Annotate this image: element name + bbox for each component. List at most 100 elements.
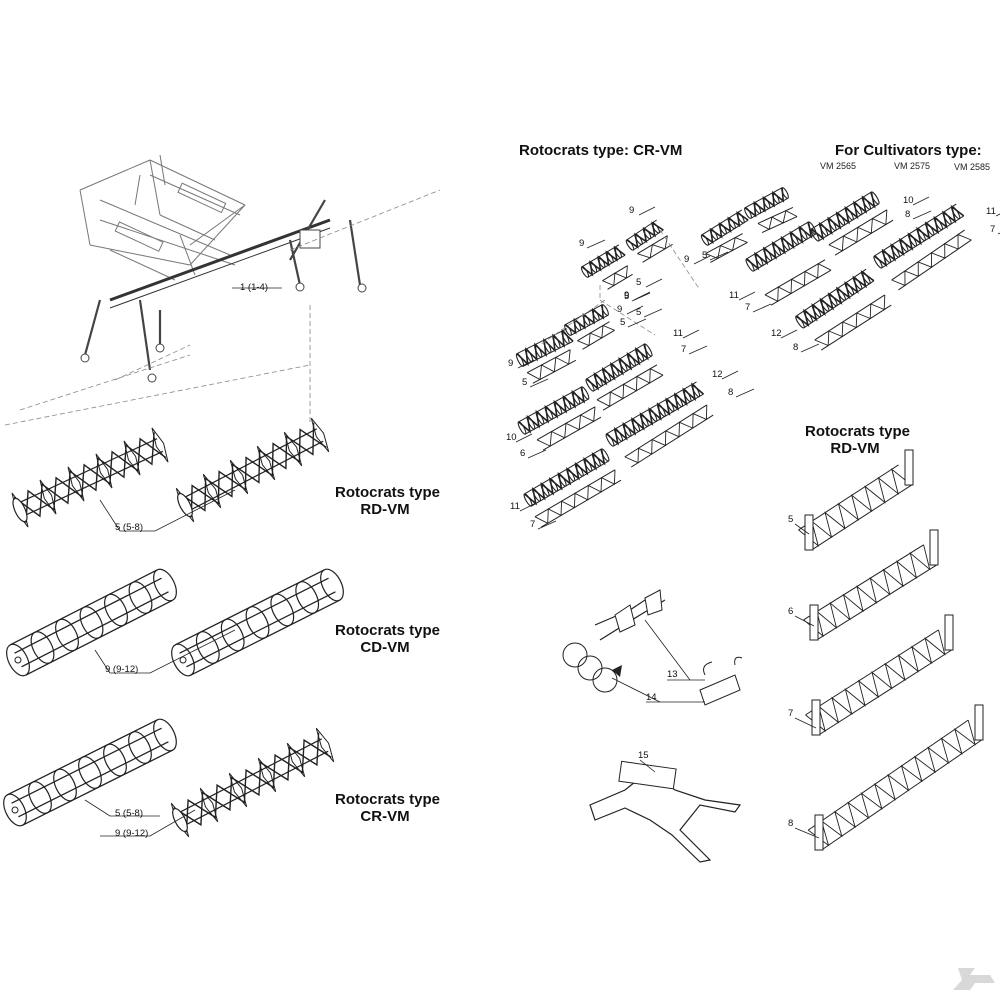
right-rd-roller-2 [805, 629, 952, 736]
roller-cr-spiked [170, 727, 335, 838]
roller-drawings [3, 187, 984, 851]
heading-top-cr-vm: Rotocrats type: CR-VM [519, 142, 683, 159]
frame-pin-0 [80, 353, 90, 363]
exploded-roller-27 [891, 229, 972, 291]
frame-line-4 [149, 159, 161, 216]
brand-logo-icon [953, 968, 995, 990]
exploded-label-e1-leader [638, 206, 656, 216]
callout-13: 13 [667, 669, 678, 680]
exploded-roller-0 [580, 244, 626, 278]
exploded-label-e5-leader [693, 255, 711, 265]
exploded-dash-2 [599, 299, 656, 336]
exploded-label-e5: 9 [684, 254, 689, 265]
right-rd-bracket-right-1 [929, 529, 939, 566]
part-13-hooks [703, 656, 743, 676]
exploded-roller-17 [757, 206, 798, 234]
exploded-roller-12 [795, 268, 875, 329]
exploded-label-e23-leader [515, 433, 533, 443]
exploded-roller-9 [523, 448, 610, 507]
right-rd-bracket-right-3 [974, 704, 984, 741]
frame-line-11 [189, 204, 246, 266]
exploded-roller-21 [536, 406, 602, 451]
right-rd-leader-1 [794, 615, 815, 627]
part-13-tine [699, 674, 741, 706]
callout-cr-upper: 5 (5-8) [115, 808, 143, 819]
frame-line-8 [149, 174, 241, 216]
frame-line-12 [159, 214, 216, 241]
frame-line-14 [109, 249, 176, 281]
roller-rd-right [175, 417, 330, 523]
frame-assembly-drawing [4, 154, 441, 426]
right-rd-bracket-left-0 [804, 514, 814, 551]
frame-plate-a [177, 182, 227, 214]
exploded-roller-25 [828, 209, 894, 256]
model-label-vm2585: VM 2585 [954, 162, 991, 172]
frame-line-7 [159, 154, 166, 186]
right-rd-leader-2 [794, 717, 817, 729]
exploded-label-e13: 11 [986, 206, 996, 217]
exploded-label-e2-leader [586, 239, 606, 249]
exploded-label-e20: 5 [522, 377, 527, 388]
exploded-label-e12: 7 [745, 302, 750, 313]
exploded-roller-26 [814, 294, 892, 351]
exploded-label-e3-leader [645, 278, 663, 288]
callout-labels: 1 (1-4)5 (5-8)9 (9-12)5 (5-8)9 (9-12)995… [105, 195, 996, 839]
exploded-label-e20-leader [529, 378, 549, 388]
frame-line-10 [89, 244, 191, 266]
frame-beam [109, 218, 331, 302]
exploded-label-e15: 12 [771, 328, 782, 339]
frame-pin-1 [147, 373, 157, 383]
callout-15: 15 [638, 750, 649, 761]
frame-dash-0 [19, 354, 191, 411]
exploded-label-e22: 7 [681, 344, 686, 355]
callout-cd: 9 (9-12) [105, 664, 138, 675]
callout-15-leader [639, 759, 656, 773]
right-rd-bracket-left-1 [809, 604, 819, 641]
frame-arm-0 [83, 299, 102, 356]
exploded-label-e11-leader [738, 291, 756, 301]
exploded-label-e3: 5 [636, 277, 641, 288]
exploded-label-e23: 10 [506, 432, 517, 443]
frame-line-1 [149, 159, 246, 206]
exploded-roller-18 [577, 321, 615, 350]
right-rd-roller-3 [807, 719, 983, 851]
exploded-label-e17: 9 [624, 290, 629, 301]
callout-13-leader [644, 619, 691, 681]
exploded-label-e26-leader [735, 388, 755, 398]
frame-pin-3 [357, 283, 367, 293]
callout-cd-leader [94, 629, 236, 674]
right-rd-label-2: 7 [788, 708, 793, 719]
exploded-roller-2 [700, 209, 749, 246]
exploded-roller-11 [810, 191, 880, 242]
right-rd-leader-3 [794, 827, 820, 839]
frame-arm-4 [348, 219, 362, 286]
exploded-roller-3 [744, 187, 789, 219]
exploded-label-e7: 9 [617, 304, 622, 315]
exploded-label-e17-leader [633, 291, 651, 301]
right-rd-bracket-right-0 [904, 449, 914, 486]
exploded-label-e13-leader [995, 213, 1000, 217]
logo-shape [953, 968, 995, 990]
exploded-label-e10: 8 [905, 209, 910, 220]
exploded-label-e14: 7 [990, 224, 995, 235]
exploded-roller-24 [764, 259, 832, 306]
exploded-label-e9: 10 [903, 195, 914, 206]
model-label-vm2565: VM 2565 [820, 161, 857, 171]
frame-pin-2 [155, 343, 165, 353]
right-rd-leader-0 [794, 523, 810, 535]
exploded-label-e15-leader [780, 329, 798, 339]
exploded-label-e28-leader [537, 520, 557, 530]
exploded-label-e8: 5 [620, 317, 625, 328]
roller-cd-left [6, 568, 177, 677]
exploded-label-e10-leader [912, 210, 932, 220]
exploded-label-e25-leader [721, 370, 739, 380]
frame-line-13 [179, 234, 196, 276]
exploded-label-e21-leader [682, 329, 700, 339]
exploded-label-e21: 11 [673, 328, 683, 339]
callout-frame: 1 (1-4) [240, 282, 268, 293]
roller-cd-right [171, 568, 344, 677]
exploded-label-e27: 11 [510, 501, 520, 512]
